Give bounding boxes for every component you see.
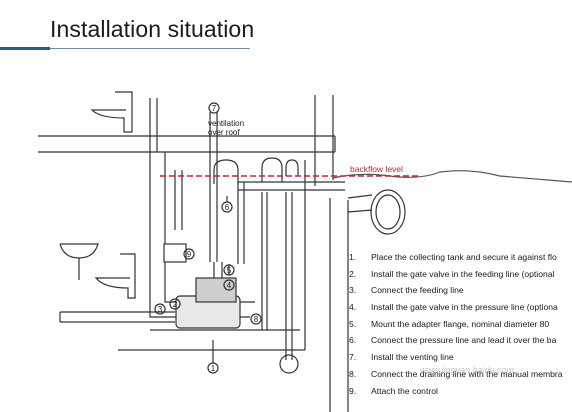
- outer-wall-lower: [329, 198, 349, 412]
- callout-7: 7: [212, 104, 217, 113]
- title-underline: [50, 48, 250, 49]
- sewer-pipe: [347, 194, 373, 213]
- upper-floor-slab: [38, 135, 336, 153]
- watermark: www.jingyan.baidu.com: [420, 365, 515, 375]
- step-text: Install the gate valve in the pressure l…: [371, 302, 558, 313]
- callout-1: 1: [211, 364, 216, 373]
- lower-toilet: [94, 253, 136, 299]
- callout-4-circle: [223, 279, 235, 291]
- step-text: Mount the adapter flange, nominal diamet…: [371, 318, 550, 329]
- backflow-label: backflow level: [350, 164, 403, 174]
- callout-9: 9: [187, 250, 192, 259]
- step-text: Connect the feeding line: [371, 285, 464, 296]
- step-item: 5. Mount the adapter flange, nominal diam…: [349, 316, 572, 333]
- callout-4: 4: [227, 281, 232, 290]
- step-item: 4. Install the gate valve in the pressure…: [349, 299, 572, 316]
- control-box: [163, 243, 187, 263]
- step-text: Connect the draining line with the manua…: [371, 368, 563, 379]
- title-accent-bar: [0, 47, 50, 50]
- sink: [59, 243, 99, 280]
- step-item: 3. Connect the feeding line: [349, 282, 572, 299]
- page-title: Installation situation: [50, 16, 255, 42]
- callout-9-circle: [183, 248, 195, 260]
- step-number: 9.: [349, 385, 357, 396]
- step-text: Place the collecting tank and secure it …: [371, 252, 557, 262]
- step-item: 8. Connect the draining line with the man…: [349, 366, 572, 383]
- step-item: 6. Connect the pressure line and lead it …: [349, 332, 572, 349]
- ground-line: [332, 170, 572, 183]
- callout-2-circle: [169, 298, 181, 310]
- step-item: 9. Attach the control: [349, 383, 572, 400]
- drain-bulb: [279, 354, 299, 374]
- riser-pipes: [261, 192, 293, 360]
- step-number: 5.: [349, 318, 357, 329]
- callout-5: 5: [227, 266, 232, 275]
- callout-8-circle: [250, 313, 262, 325]
- step-text: Connect the pressure line and lead it ov…: [371, 335, 557, 346]
- step-number: 6.: [349, 335, 357, 346]
- step-text: Attach the control: [371, 385, 438, 396]
- step-number: 7.: [349, 352, 357, 363]
- callout-8: 8: [254, 315, 259, 324]
- step-item: 1. Place the collecting tank and secure i…: [349, 249, 572, 266]
- ventilation-pipe: [209, 112, 218, 262]
- installation-steps: 1. Place the collecting tank and secure i…: [349, 249, 572, 399]
- step-number: 3.: [349, 285, 357, 296]
- drain-pipe-upper: [149, 98, 183, 230]
- basement-floor: [118, 160, 306, 351]
- callout-2: 2: [173, 300, 178, 309]
- callout-6: 6: [225, 203, 230, 212]
- callout-7-circle: [208, 102, 220, 114]
- step-number: 8.: [349, 368, 357, 379]
- step-item: 7. Install the venting line: [349, 349, 572, 366]
- step-item: 2. Install the gate valve in the feeding …: [349, 266, 572, 283]
- pressure-loop: [213, 159, 239, 184]
- upper-toilet: [90, 91, 133, 133]
- ventilation-label: ventilation over roof: [208, 119, 246, 137]
- sewer-pipe-end: [370, 189, 406, 235]
- outer-wall: [314, 95, 334, 186]
- step-text: Install the venting line: [371, 352, 454, 363]
- step-text: Install the gate valve in the feeding li…: [371, 268, 555, 279]
- callout-3-circle: [154, 303, 166, 315]
- step-number: 2.: [349, 268, 357, 279]
- pressure-line: [237, 181, 345, 264]
- callout-3: 3: [158, 305, 163, 314]
- step-number: 1.: [349, 252, 357, 262]
- step-number: 4.: [349, 302, 357, 313]
